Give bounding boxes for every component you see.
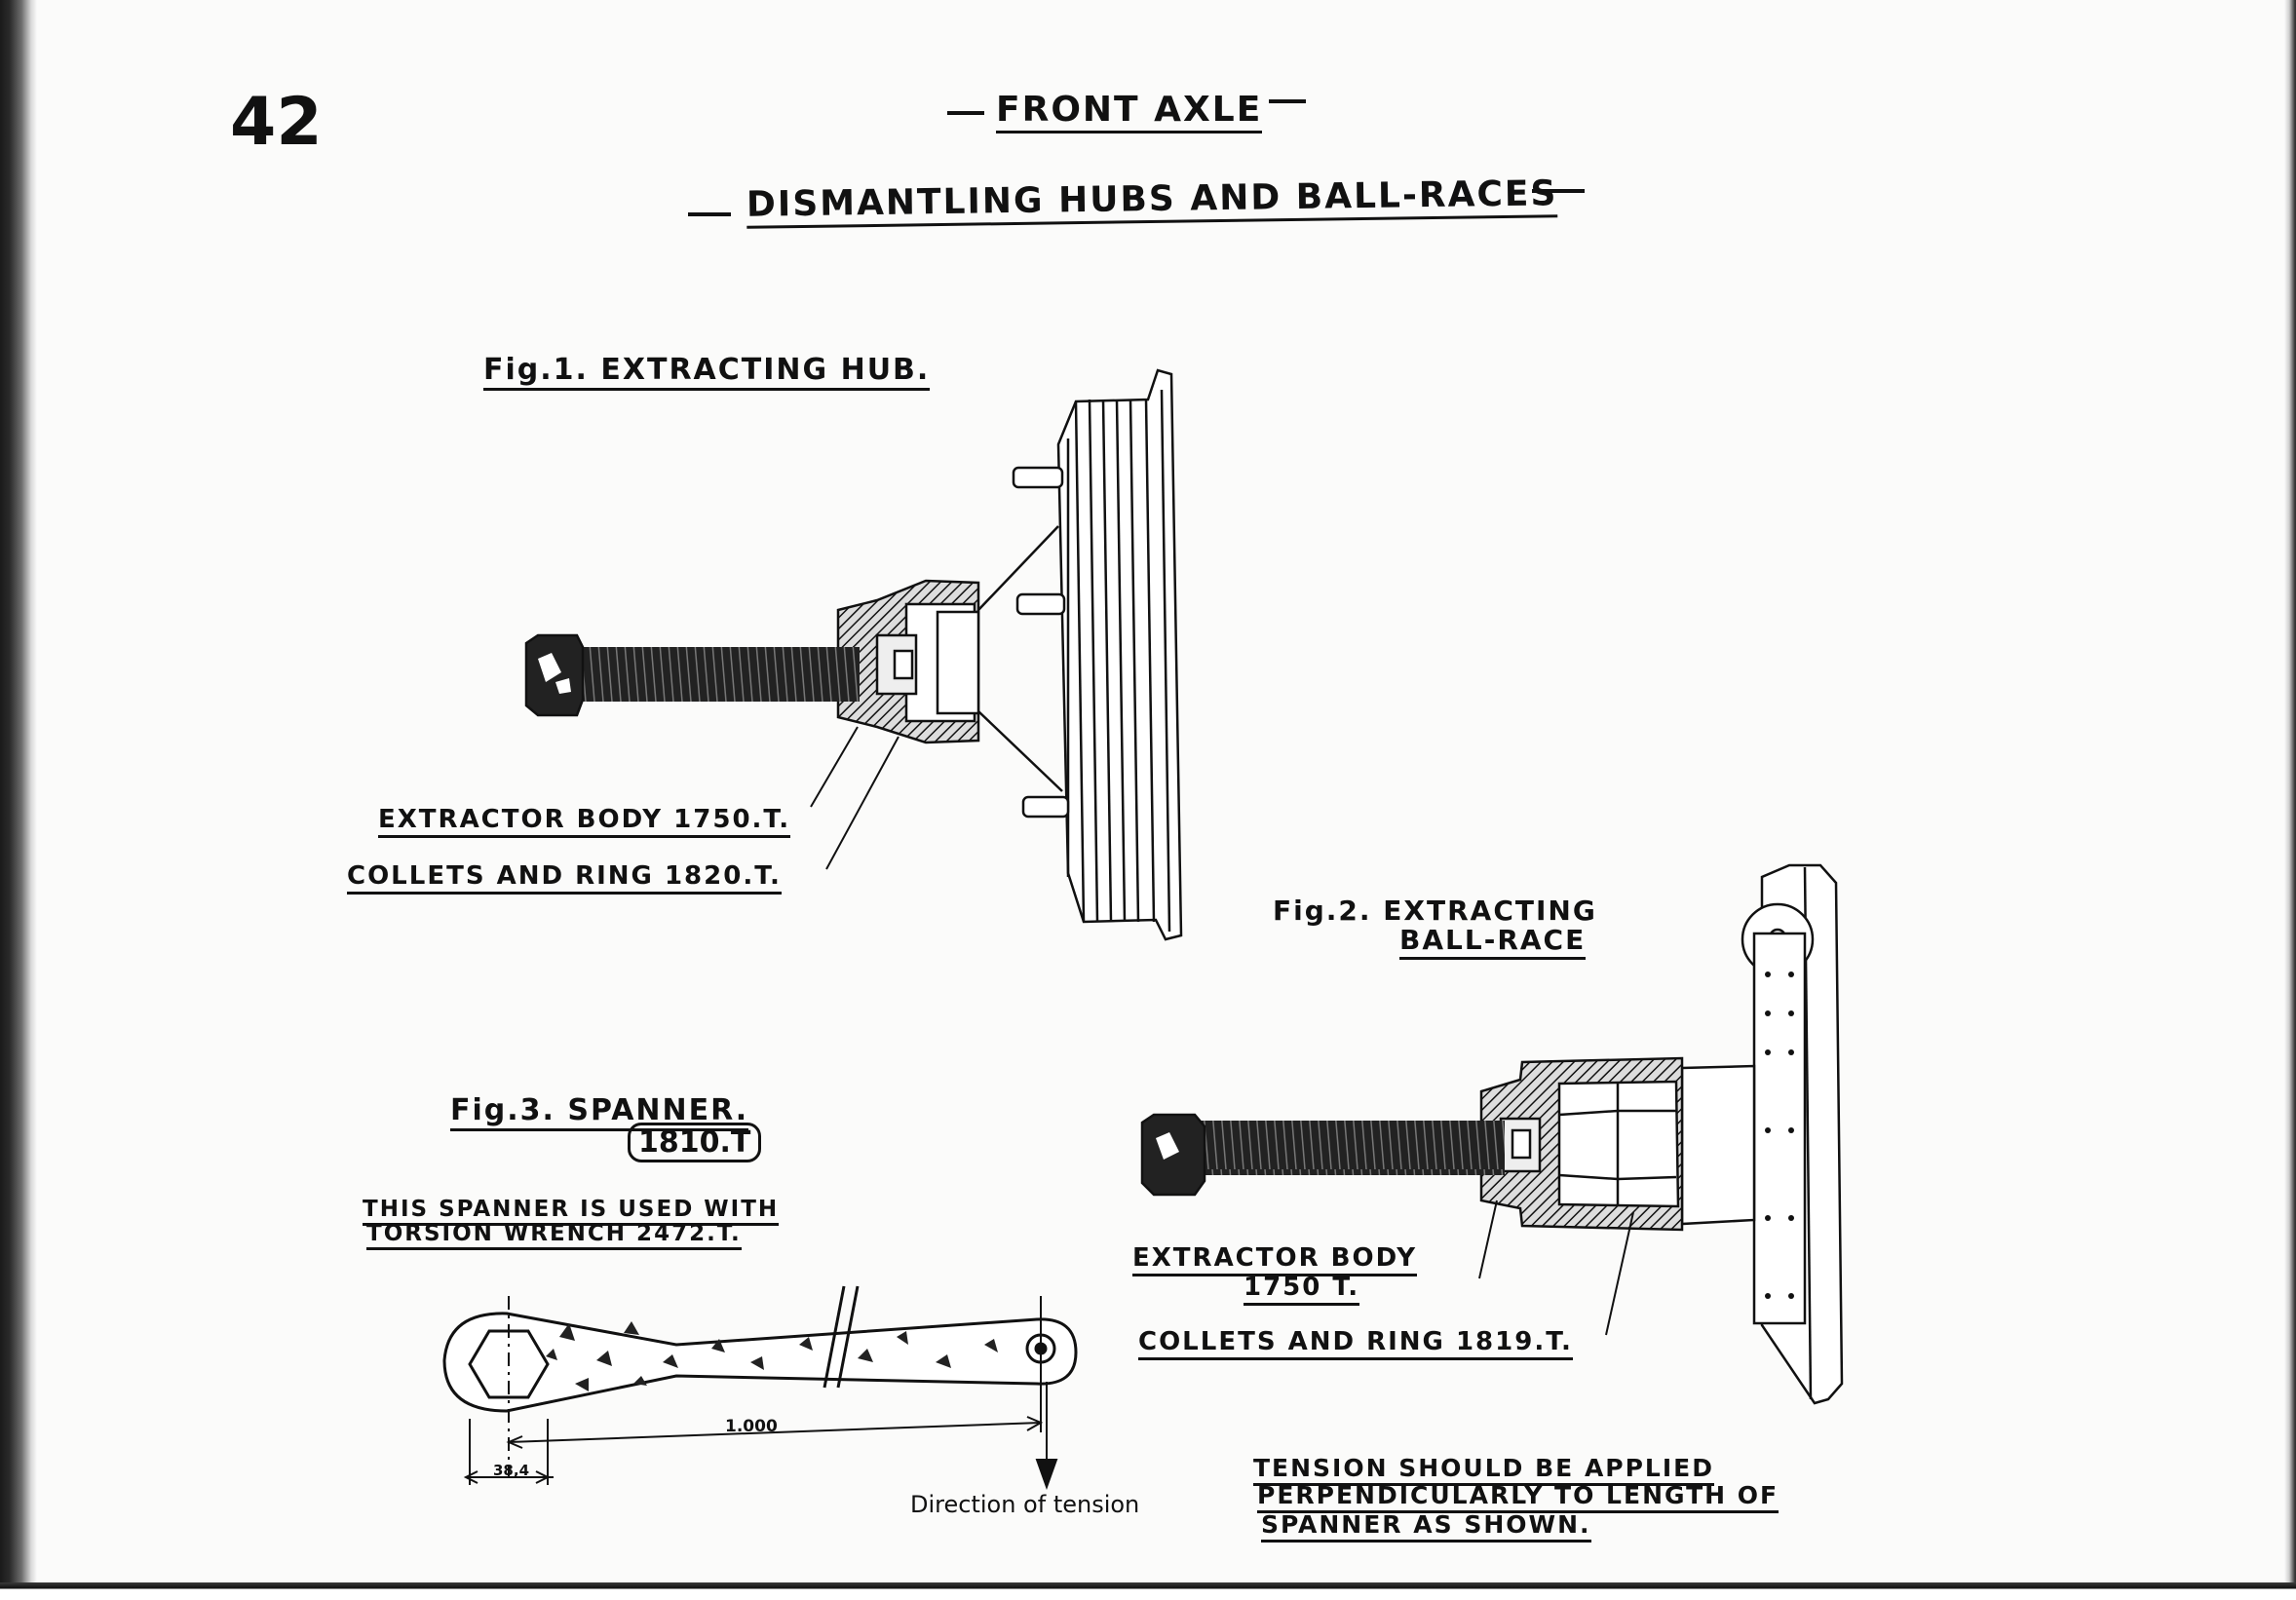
fig2-screw bbox=[1195, 1121, 1505, 1175]
fig1-drawing bbox=[524, 368, 1183, 941]
dimension-length: 1.000 bbox=[725, 1417, 778, 1436]
fig3-caption: Fig.3. SPANNER. bbox=[450, 1093, 749, 1131]
fig1-screw bbox=[575, 647, 860, 702]
section-title: FRONT AXLE bbox=[996, 90, 1263, 133]
spanner-dimensions bbox=[463, 1296, 1058, 1490]
fig2-drawing bbox=[1140, 863, 1844, 1405]
fig1-collets-label: COLLETS AND RING 1820.T. bbox=[347, 861, 782, 895]
scan-shadow-right bbox=[2284, 0, 2296, 1588]
fig1-extractor-body bbox=[836, 579, 980, 744]
fig1-caption: Fig.1. EXTRACTING HUB. bbox=[483, 353, 931, 391]
fig2-extractor-body bbox=[1479, 1056, 1684, 1232]
direction-of-tension-label: Direction of tension bbox=[910, 1491, 1140, 1518]
fig2-collets-label: COLLETS AND RING 1819.T. bbox=[1138, 1327, 1573, 1360]
tension-note-line1: TENSION SHOULD BE APPLIED bbox=[1253, 1454, 1714, 1486]
fig2-caption-line1: Fig.2. EXTRACTING bbox=[1273, 895, 1597, 927]
fig3-note-line2: TORSION WRENCH 2472.T. bbox=[366, 1221, 742, 1250]
fig3-part-number: 1810.T bbox=[628, 1123, 762, 1162]
scan-shadow-bottom bbox=[0, 1582, 2296, 1600]
hub-drum bbox=[1056, 368, 1183, 941]
page-number: 42 bbox=[230, 84, 323, 161]
fig1-hex-nut bbox=[524, 633, 585, 717]
fig2-extractor-body-label: EXTRACTOR BODY bbox=[1132, 1243, 1418, 1276]
scan-shadow-left bbox=[0, 0, 37, 1600]
tension-note-line2: PERPENDICULARLY TO LENGTH OF bbox=[1257, 1481, 1779, 1513]
hub-studs bbox=[1012, 466, 1070, 819]
spanner bbox=[442, 1285, 1078, 1413]
stub-axle-flange bbox=[1741, 863, 1844, 1405]
fig2-caption-line2: BALL-RACE bbox=[1399, 924, 1587, 960]
fig3-note-line1: THIS SPANNER IS USED WITH bbox=[363, 1197, 780, 1226]
fig2-extractor-body-number: 1750 T. bbox=[1244, 1273, 1360, 1306]
fig3-drawing bbox=[442, 1285, 1078, 1490]
tension-note-line3: SPANNER AS SHOWN. bbox=[1261, 1510, 1591, 1543]
dimension-hex: 38,4 bbox=[493, 1462, 530, 1479]
fig1-extractor-body-label: EXTRACTOR BODY 1750.T. bbox=[378, 805, 791, 838]
fig2-hex-nut bbox=[1140, 1113, 1206, 1197]
